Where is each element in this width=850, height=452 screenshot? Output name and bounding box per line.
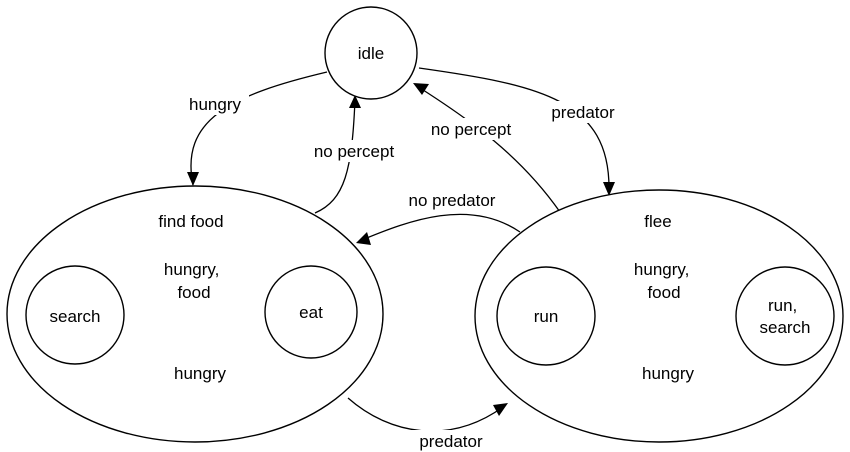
edge-idle-to-find-food bbox=[190, 71, 328, 186]
state-idle-label: idle bbox=[358, 44, 384, 63]
state-run bbox=[496, 266, 596, 366]
state-flee bbox=[474, 189, 844, 443]
arrowhead-idle-from-flee bbox=[413, 83, 429, 95]
state-flee-label: flee bbox=[644, 212, 671, 231]
state-search-label: search bbox=[49, 307, 100, 326]
label-idle-to-find-food: hungry bbox=[189, 95, 241, 114]
state-idle bbox=[324, 6, 418, 100]
label-search-to-eat: hungry, food bbox=[164, 260, 224, 302]
state-run-search-label: run, search bbox=[759, 296, 810, 337]
label-idle-to-flee: predator bbox=[551, 103, 615, 122]
arrowhead-find-food bbox=[187, 172, 199, 186]
arrowhead-idle-from-find-food bbox=[349, 95, 361, 108]
edge-find-food-to-flee bbox=[347, 397, 504, 432]
label-search-to-eat-line2: food bbox=[177, 283, 210, 302]
label-flee-to-find-food: no predator bbox=[409, 191, 496, 210]
state-run-search bbox=[735, 266, 835, 366]
state-find-food-label: find food bbox=[158, 212, 223, 231]
label-flee-to-idle: no percept bbox=[431, 120, 512, 139]
state-run-search-label-line2: search bbox=[759, 318, 810, 337]
label-eat-to-search: hungry bbox=[174, 364, 226, 383]
state-run-search-label-line1: run, bbox=[768, 296, 797, 315]
state-search bbox=[25, 265, 125, 365]
state-find-food bbox=[6, 185, 384, 443]
state-eat bbox=[264, 265, 358, 359]
label-run-to-run-search: hungry, food bbox=[634, 260, 694, 302]
edge-find-food-to-idle bbox=[314, 99, 356, 214]
label-find-food-to-idle: no percept bbox=[314, 142, 395, 161]
label-search-to-eat-line1: hungry, bbox=[164, 260, 219, 279]
label-run-to-run-search-line1: hungry, bbox=[634, 260, 689, 279]
arrowhead-flee-from-idle bbox=[603, 182, 615, 196]
state-eat-label: eat bbox=[299, 303, 323, 322]
arrowhead-flee-from-find-food bbox=[493, 403, 508, 416]
edge-flee-to-idle bbox=[419, 87, 561, 213]
label-run-to-run-search-line2: food bbox=[647, 283, 680, 302]
label-find-food-to-flee: predator bbox=[419, 432, 483, 451]
label-run-search-to-run: hungry bbox=[642, 364, 694, 383]
arrowhead-find-food-from-flee bbox=[356, 232, 371, 245]
state-run-label: run bbox=[534, 307, 559, 326]
edge-flee-to-find-food bbox=[361, 213, 521, 241]
